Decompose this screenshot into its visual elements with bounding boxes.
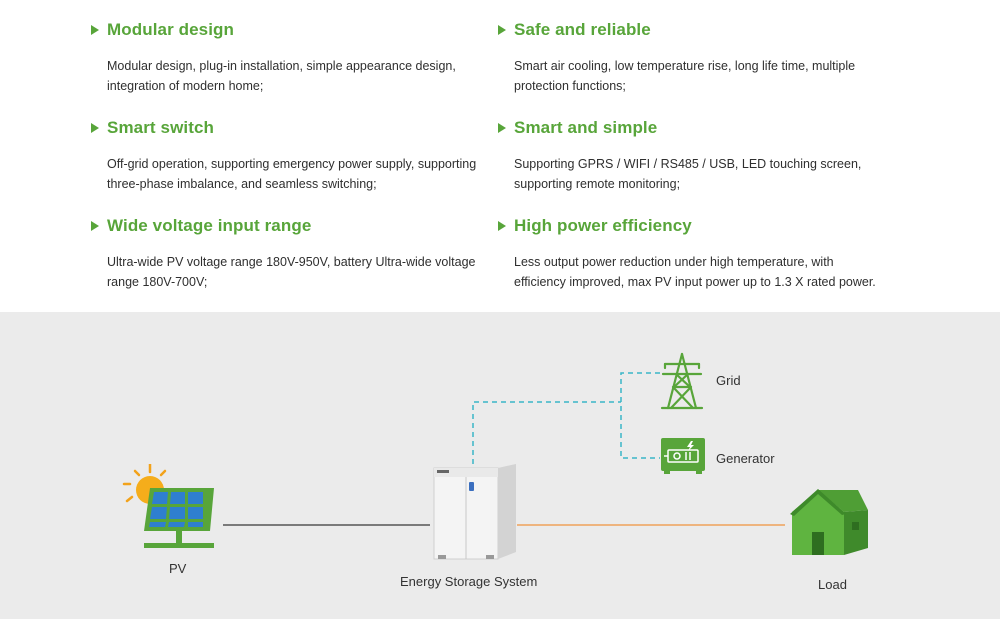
feature-title: Smart switch [107, 118, 215, 137]
feature-description: Ultra-wide PV voltage range 180V-950V, b… [107, 255, 476, 289]
feature-description: Modular design, plug-in installation, si… [107, 59, 456, 93]
transmission-tower-icon [660, 352, 704, 410]
feature-heading: Smart and simple [498, 116, 878, 140]
feature-title: Safe and reliable [514, 20, 651, 39]
house-icon [790, 489, 868, 555]
system-diagram: PV Energy Storage System Grid [0, 312, 1000, 619]
triangle-arrow-icon [91, 25, 99, 35]
feature-title: Smart and simple [514, 118, 658, 137]
triangle-arrow-icon [498, 221, 506, 231]
feature-heading: Modular design [0, 18, 380, 42]
connection-lines [223, 372, 785, 526]
feature-heading: Wide voltage input range [0, 214, 380, 238]
feature-title: Modular design [107, 20, 235, 39]
feature-wide-voltage: Wide voltage input range Ultra-wide PV v… [0, 214, 476, 292]
triangle-arrow-icon [498, 25, 506, 35]
feature-description: Off-grid operation, supporting emergency… [107, 157, 477, 191]
feature-smart-switch: Smart switch Off-grid operation, support… [0, 116, 476, 194]
grid-generator-dashed-link [472, 401, 621, 464]
load-label: Load [818, 577, 847, 592]
features-section: Modular design Modular design, plug-in i… [0, 18, 878, 292]
triangle-arrow-icon [91, 123, 99, 133]
pv-label: PV [169, 561, 187, 576]
feature-heading: Safe and reliable [498, 18, 878, 42]
ess-label: Energy Storage System [400, 574, 538, 589]
feature-modular-design: Modular design Modular design, plug-in i… [0, 18, 456, 96]
triangle-arrow-icon [91, 221, 99, 231]
triangle-arrow-icon [498, 123, 506, 133]
feature-title: High power efficiency [514, 216, 692, 235]
generator-label: Generator [716, 451, 775, 466]
feature-safe-and-reliable: Safe and reliable Smart air cooling, low… [498, 18, 878, 96]
feature-description: Less output power reduction under high t… [514, 255, 876, 289]
grid-label: Grid [716, 373, 741, 388]
feature-high-power-efficiency: High power efficiency Less output power … [498, 214, 878, 292]
feature-title: Wide voltage input range [107, 216, 312, 235]
feature-heading: Smart switch [0, 116, 380, 140]
feature-heading: High power efficiency [498, 214, 878, 238]
grid-generator-dashed-bus [620, 372, 660, 459]
feature-smart-and-simple: Smart and simple Supporting GPRS / WIFI … [498, 116, 878, 194]
feature-description: Smart air cooling, low temperature rise,… [514, 59, 856, 93]
generator-icon [661, 438, 705, 474]
solar-panel-icon [122, 464, 214, 548]
energy-storage-cabinet-icon [433, 464, 516, 560]
feature-description: Supporting GPRS / WIFI / RS485 / USB, LE… [514, 157, 862, 191]
